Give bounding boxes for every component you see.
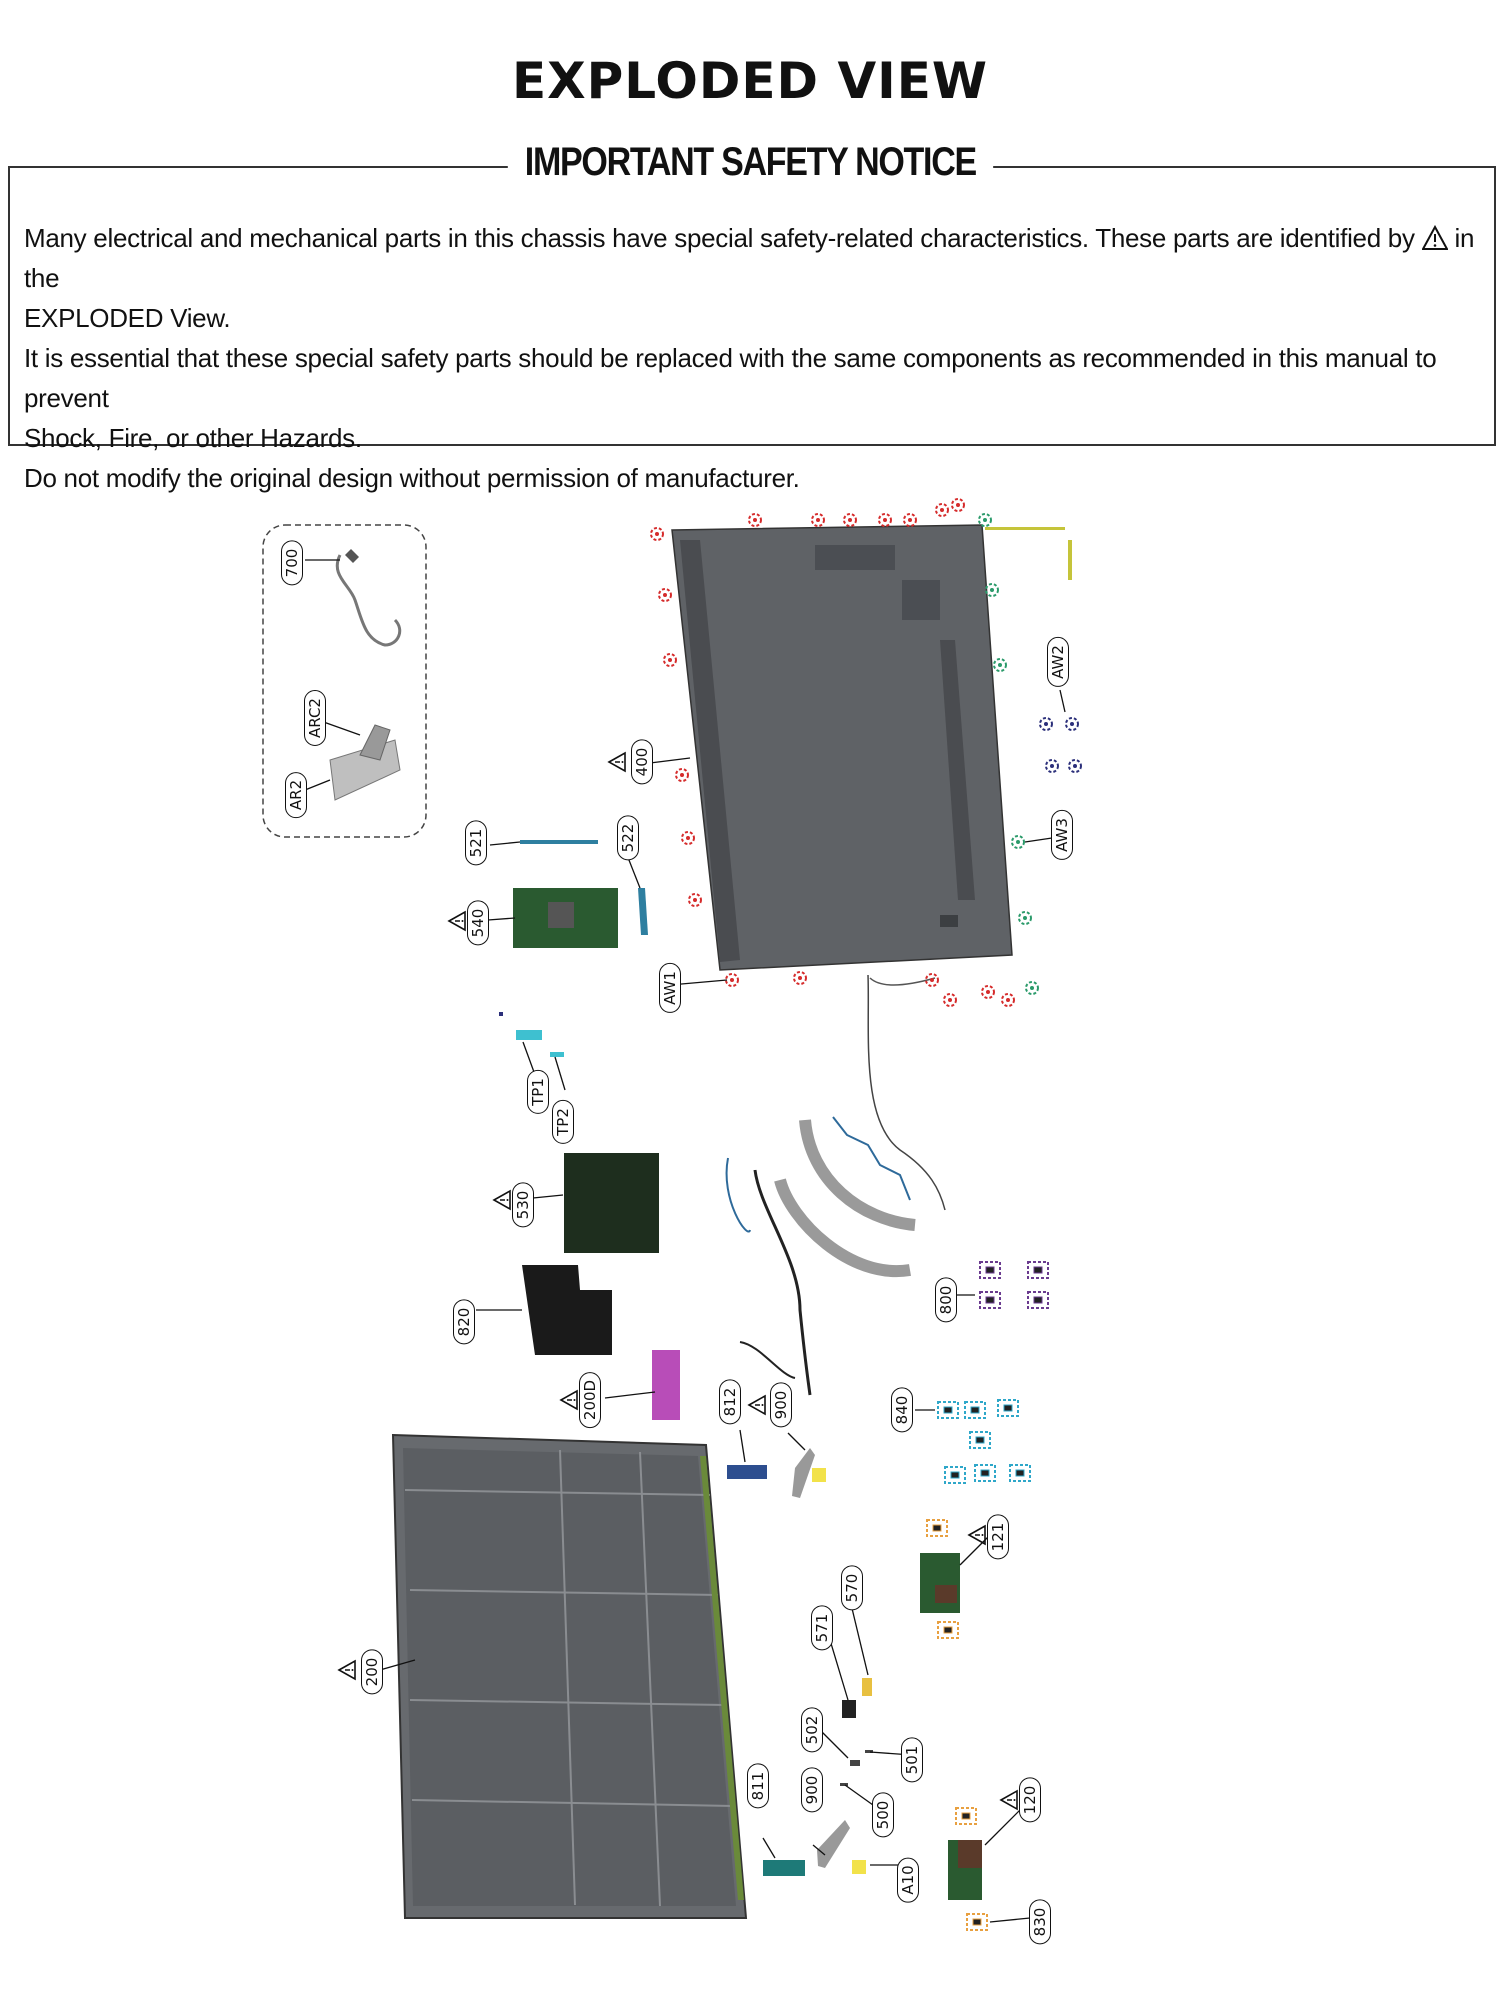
tp1-part [516, 1030, 542, 1040]
wire-yellow-2 [1068, 540, 1072, 580]
callout-ar2: AR2 [285, 771, 307, 819]
ir-board-571 [842, 1700, 856, 1718]
speaker-812 [727, 1465, 767, 1479]
callout-arc2: ARC2 [304, 690, 326, 746]
back-cover-terminal [902, 580, 940, 620]
page-title: EXPLODED VIEW [511, 52, 989, 110]
tp2-part [550, 1052, 564, 1057]
callout-820: 820 [453, 1299, 475, 1345]
main-board-chip [548, 902, 574, 928]
callout-121: 121 [987, 1514, 1009, 1560]
notice-text: in the [24, 223, 1475, 293]
bracket-521 [520, 840, 598, 844]
callout-labels [304, 559, 1066, 1923]
accessory-box [262, 524, 427, 838]
callout-522: 522 [617, 815, 639, 861]
callout-900-bottom: 900 [801, 1767, 823, 1813]
back-cover-part [671, 524, 1013, 971]
callout-501: 501 [901, 1737, 923, 1783]
bracket-522 [638, 888, 648, 935]
back-cover-vent-left [680, 540, 740, 962]
callout-840: 840 [891, 1387, 913, 1433]
notice-text: Many electrical and mechanical parts in … [24, 223, 1415, 253]
callout-530: 530 [512, 1182, 534, 1228]
power-board-part [564, 1153, 659, 1253]
stand-part-b [817, 1820, 850, 1868]
warning-triangle-icon [1421, 225, 1448, 250]
callout-tp2: TP2 [552, 1100, 574, 1144]
back-cover-recess [815, 545, 895, 570]
callout-800: 800 [935, 1277, 957, 1323]
callout-811: 811 [747, 1763, 769, 1809]
cable [867, 974, 946, 1211]
callout-aw2: AW2 [1047, 637, 1069, 687]
notice-line-3: It is essential that these special safet… [24, 343, 1437, 413]
power-cord-plug [345, 549, 359, 563]
wire-yellow [985, 527, 1065, 530]
callout-521: 521 [465, 820, 487, 866]
callout-900-top: 900 [770, 1382, 792, 1428]
callout-120: 120 [1019, 1777, 1041, 1823]
shield-part [522, 1265, 612, 1355]
callout-400: 400 [631, 739, 653, 785]
safety-notice-heading: IMPORTANT SAFETY NOTICE [507, 140, 993, 185]
callout-200: 200 [361, 1649, 383, 1695]
back-cover-slot [940, 915, 958, 927]
safety-notice-heading-wrap: IMPORTANT SAFETY NOTICE [0, 140, 1500, 185]
safety-notice-body: Many electrical and mechanical parts in … [24, 218, 1484, 498]
callout-540: 540 [467, 900, 489, 946]
callout-502: 502 [801, 1707, 823, 1753]
callout-500: 500 [872, 1792, 894, 1838]
callout-571: 571 [811, 1605, 833, 1651]
callout-a10: A10 [897, 1857, 919, 1903]
remote-holder-part [359, 724, 391, 761]
callout-700: 700 [281, 540, 303, 586]
notice-line-1: Many electrical and mechanical parts in … [24, 218, 1484, 298]
callout-812: 812 [719, 1379, 741, 1425]
callout-200d: 200D [579, 1371, 601, 1429]
notice-line-5: Do not modify the original design withou… [24, 463, 800, 493]
notice-line-4: Shock, Fire, or other Hazards. [24, 423, 362, 453]
callout-aw3: AW3 [1051, 810, 1073, 860]
back-cover-vent-right [940, 640, 975, 900]
callout-aw1: AW1 [659, 963, 681, 1013]
power-cord-part [335, 554, 402, 647]
callout-570: 570 [841, 1565, 863, 1611]
notice-line-2: EXPLODED View. [24, 303, 231, 333]
callout-830: 830 [1029, 1899, 1051, 1945]
callout-tp1: TP1 [527, 1070, 549, 1114]
stand-part-a [792, 1448, 815, 1498]
ir-board-570 [862, 1678, 872, 1696]
speaker-811 [763, 1860, 805, 1876]
tcon-part [652, 1350, 680, 1420]
